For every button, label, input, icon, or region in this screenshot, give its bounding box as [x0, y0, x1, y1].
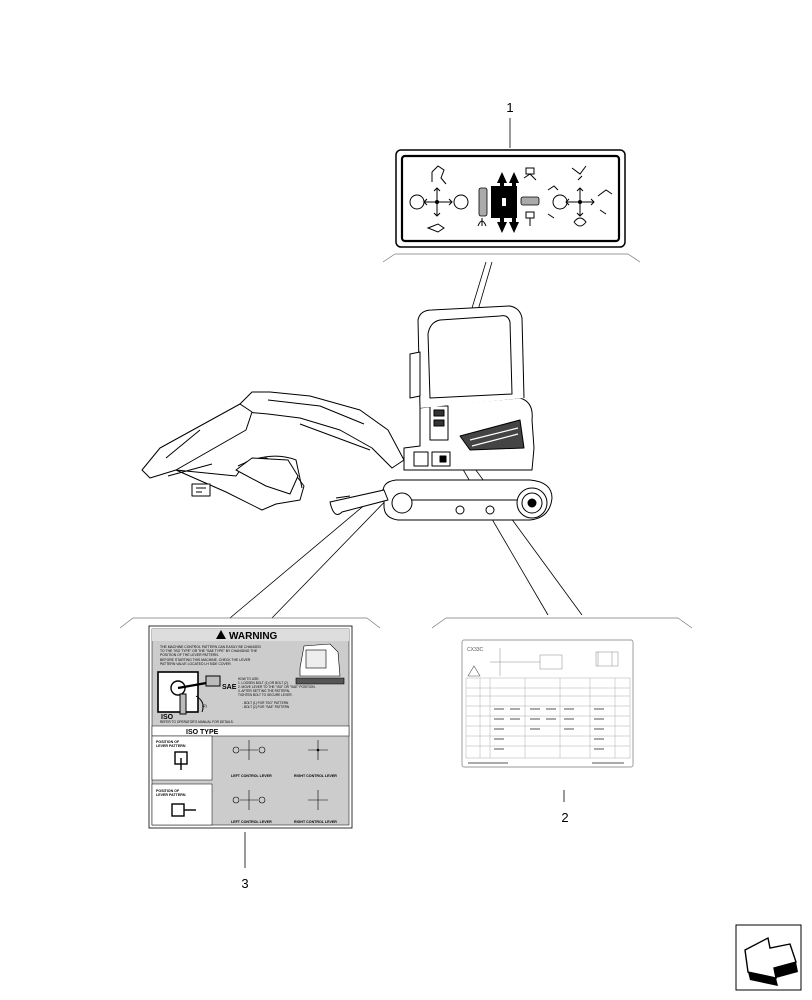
left-bar-icon: [478, 187, 488, 217]
mini-excavator: [141, 305, 553, 521]
bucket-curl-icon: [573, 217, 587, 227]
left-lever-label-1: LEFT CONTROL LEVER: [231, 774, 272, 778]
warning-title: WARNING: [229, 631, 278, 642]
iso-label: ISO: [161, 714, 174, 721]
how-step-2: 2. MOVE LEVER TO THE "ISO" OR "SAE" POSI…: [238, 685, 316, 689]
lever-sae-position-icon: [171, 803, 185, 817]
decal-1-lever-pattern: [395, 149, 626, 248]
callout-2: 2: [561, 810, 568, 825]
how-step-3: 3. AFTER SETTING THE PATTERN,: [238, 689, 290, 693]
boom-swing-icon: [523, 167, 537, 181]
right-bar-icon: [520, 196, 540, 206]
callout-3: 3: [241, 876, 248, 891]
how-bolt-2: - BOLT (2) FOR "SAE" PATTERN: [242, 705, 290, 709]
warning-line-4: BEFORE STARTING THIS MACHINE, CHECK THE …: [160, 658, 251, 662]
how-title: HOW TO USE:: [238, 677, 259, 681]
manual-note: REFER TO OPERATOR'S MANUAL FOR DETAILS.: [160, 720, 234, 724]
how-step-3b: TIGHTEN BOLT TO SECURE LEVER.: [238, 693, 293, 697]
travel-arrows-icon: [497, 172, 519, 233]
position-of-label-1: POSITION OF: [156, 740, 180, 744]
decal-3-iso-warning: WARNING THE MACHINE CONTROL PATTERN CAN …: [148, 625, 353, 829]
panel-frames: [119, 253, 693, 629]
dump-icon: [597, 189, 613, 215]
right-lever-label-1: RIGHT CONTROL LEVER: [294, 774, 337, 778]
load-chart-warning-icon: [467, 665, 481, 677]
arm-in-icon: [426, 223, 445, 233]
lever-pattern-label-2: LEVER PATTERN: [156, 793, 186, 797]
right-lever-pattern-iso: [308, 740, 328, 760]
decal-2-load-chart: CX33C: [461, 639, 634, 768]
right-lever-pattern-sae: [308, 790, 328, 810]
warning-line-2: TO THE "ISO TYPE" OR THE "SAE TYPE" BY C…: [160, 649, 258, 653]
load-chart-table: [465, 677, 631, 759]
machine-thumbnail: [295, 643, 345, 685]
lever-diagram: [157, 671, 221, 715]
arm-out-icon: [431, 165, 447, 185]
position-of-label-2: POSITION OF: [156, 789, 180, 793]
lever-pattern-label-1: LEVER PATTERN: [156, 744, 186, 748]
right-arrow-cross-icon: [565, 187, 595, 217]
load-chart-cells: [468, 708, 624, 764]
warning-line-5: PATTERN VALVE LOCATED LH SIDE COVER.: [160, 662, 232, 666]
load-chart-model: CX33C: [467, 647, 484, 653]
left-circle-icon-2: [453, 194, 469, 210]
left-lever-pattern-iso: [232, 740, 266, 760]
navigation-arrow-icon[interactable]: [735, 924, 802, 991]
boom-up-icon: [571, 165, 587, 181]
right-lever-label-2: RIGHT CONTROL LEVER: [294, 820, 337, 824]
blade-icon: [525, 211, 535, 226]
load-chart-diagram: [490, 648, 619, 676]
swing-right-icon: [547, 185, 559, 219]
iso-type-heading: ISO TYPE: [186, 729, 219, 736]
warning-line-1: THE MACHINE CONTROL PATTERN CAN EASILY B…: [160, 645, 262, 649]
warning-triangle-icon: [216, 630, 226, 639]
callout-1: 1: [506, 100, 513, 115]
how-step-1: 1. LOOSEN BOLT (1) OR BOLT (2).: [238, 681, 289, 685]
sae-label: SAE: [222, 684, 237, 691]
bolt-2-label: (2): [202, 703, 208, 708]
left-lever-pattern-sae: [232, 790, 266, 810]
left-arrow-cross-icon: [423, 187, 453, 217]
bucket-icon: [477, 218, 487, 227]
how-bolt-1: - BOLT (1) FOR "ISO" PATTERN: [242, 701, 289, 705]
left-lever-label-2: LEFT CONTROL LEVER: [231, 820, 272, 824]
warning-line-3: POSITION OF THE LEVER PATTERN.: [160, 653, 219, 657]
